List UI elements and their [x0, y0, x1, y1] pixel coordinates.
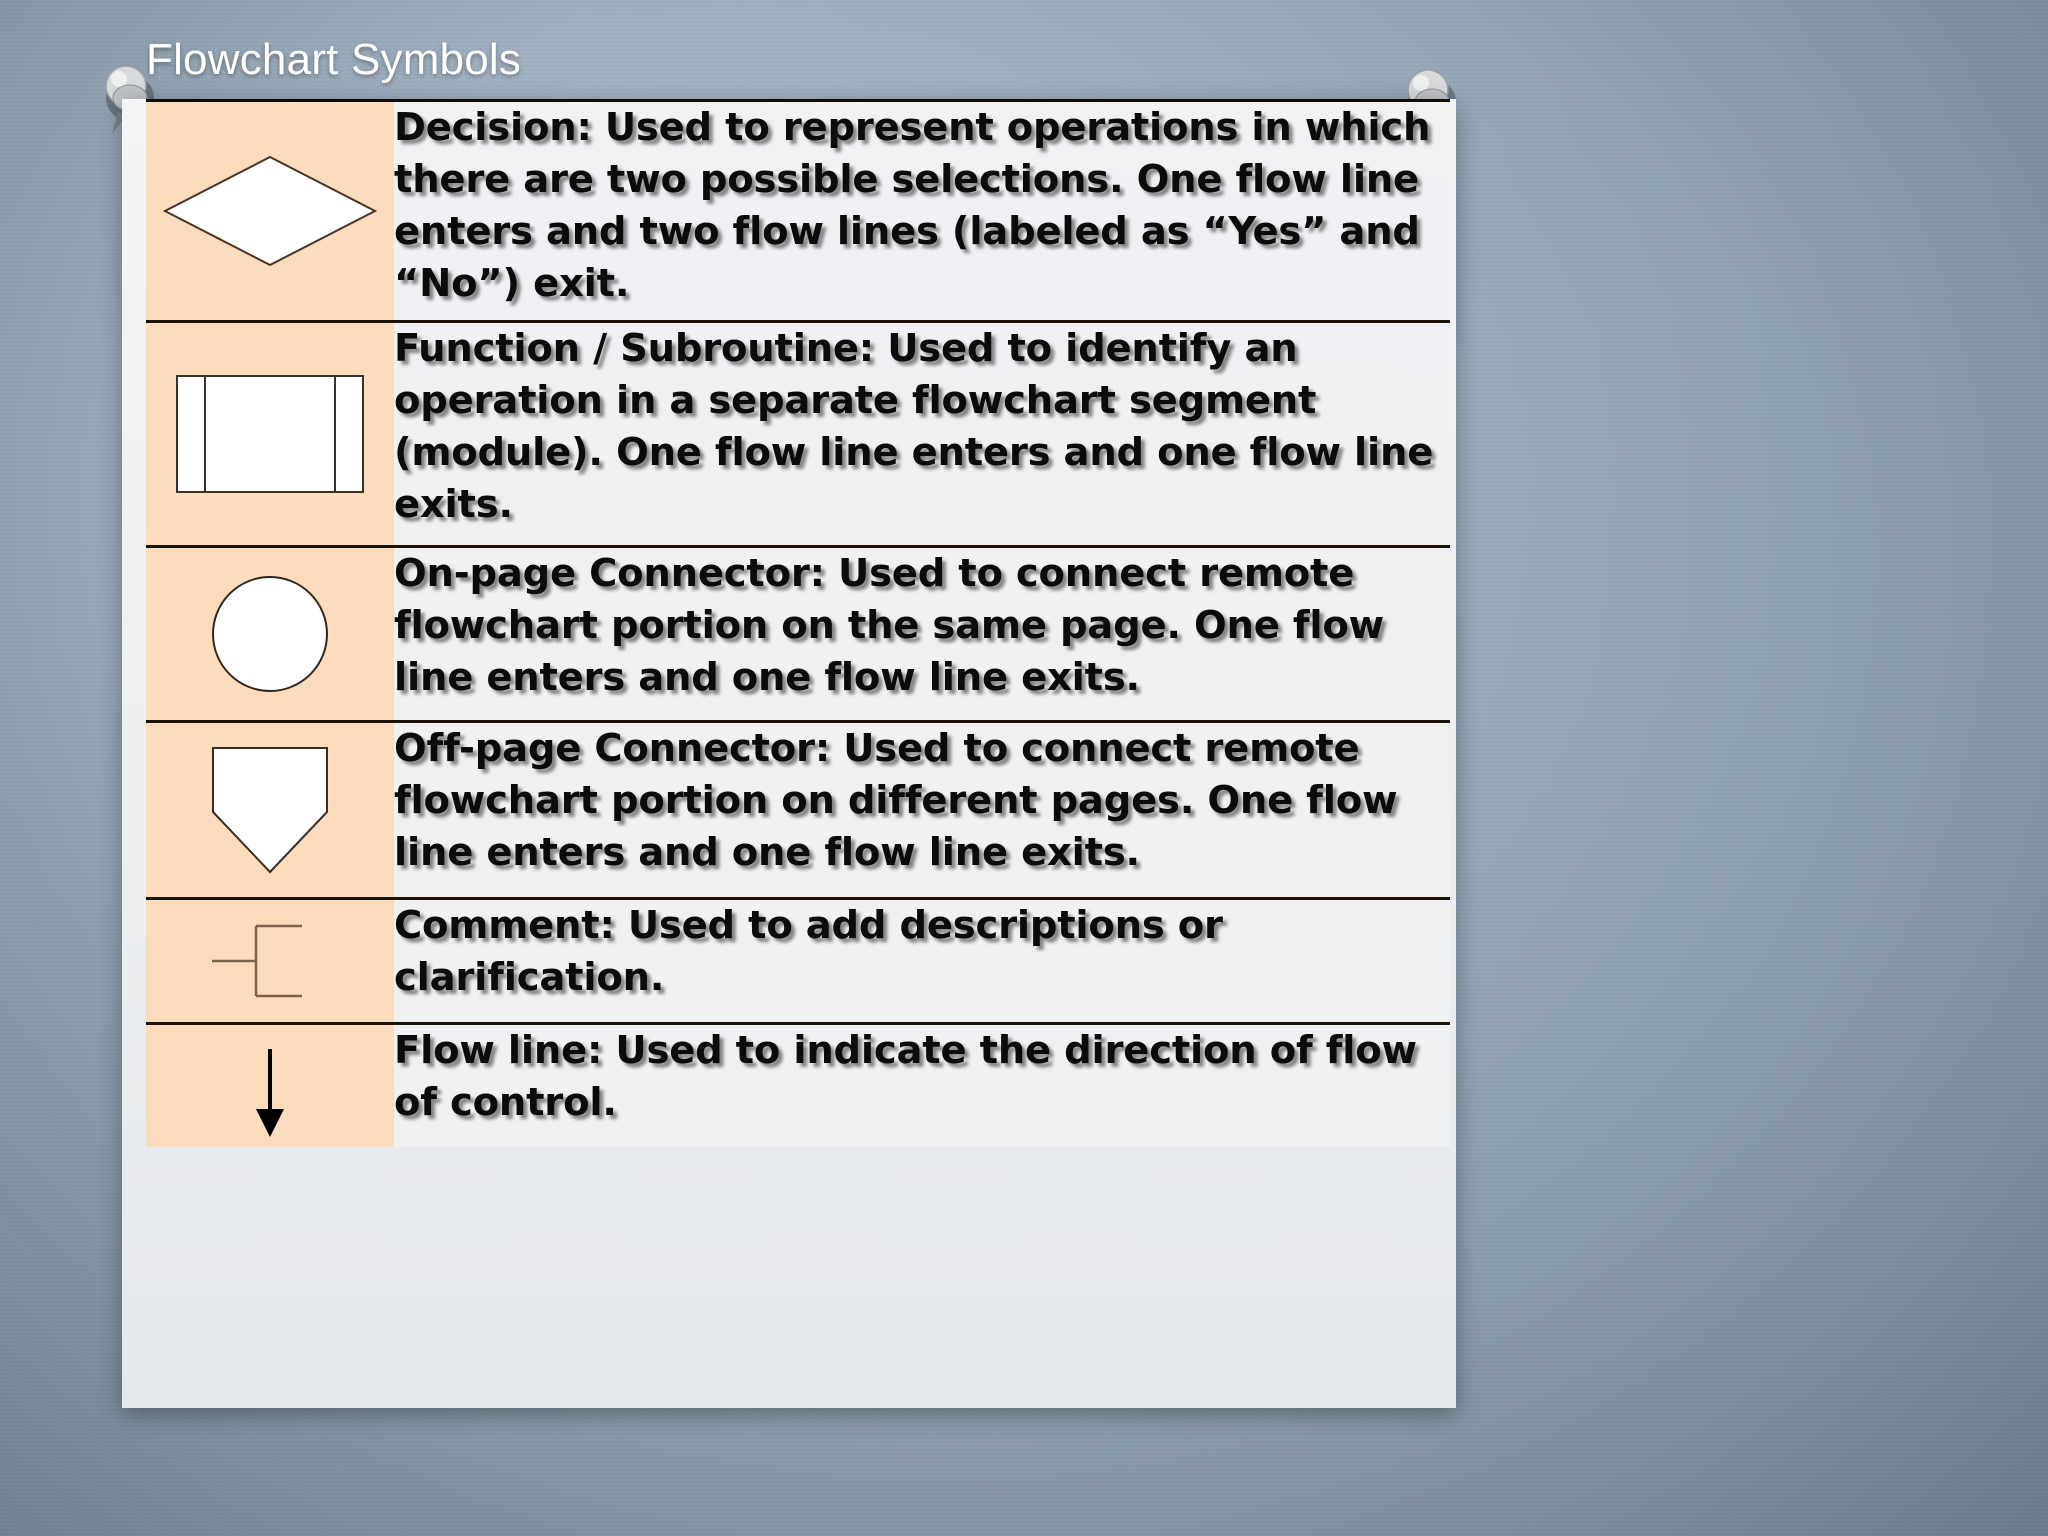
table-row: Decision: Used to represent operations i… [146, 99, 1450, 322]
description-text: Off-page Connector: Used to connect remo… [394, 726, 1398, 875]
symbol-cell-onpage-connector [146, 545, 394, 722]
diamond-shape-icon [163, 155, 377, 267]
description-text: Comment: Used to add descriptions or cla… [394, 903, 1223, 1000]
description-text: Flow line: Used to indicate the directio… [394, 1028, 1417, 1125]
table-row: Off-page Connector: Used to connect remo… [146, 720, 1450, 899]
symbol-cell-subroutine [146, 320, 394, 547]
description-cell-flow-line: Flow line: Used to indicate the directio… [394, 1022, 1450, 1147]
description-text: On-page Connector: Used to connect remot… [394, 551, 1385, 700]
symbol-cell-decision [146, 99, 394, 322]
subroutine-shape-icon [176, 375, 364, 493]
description-cell-onpage-connector: On-page Connector: Used to connect remot… [394, 545, 1450, 722]
symbol-cell-flow-line [146, 1022, 394, 1147]
description-text: Decision: Used to represent operations i… [394, 105, 1431, 306]
table-row: On-page Connector: Used to connect remot… [146, 545, 1450, 722]
description-text: Function / Subroutine: Used to identify … [394, 326, 1434, 527]
description-cell-offpage-connector: Off-page Connector: Used to connect remo… [394, 720, 1450, 899]
table-row: Flow line: Used to indicate the directio… [146, 1022, 1450, 1147]
description-cell-subroutine: Function / Subroutine: Used to identify … [394, 320, 1450, 547]
arrow-down-shape-icon [256, 1049, 284, 1137]
page-title: Flowchart Symbols [146, 35, 522, 84]
description-cell-decision: Decision: Used to represent operations i… [394, 99, 1450, 322]
symbol-cell-offpage-connector [146, 720, 394, 899]
table-row: Comment: Used to add descriptions or cla… [146, 897, 1450, 1024]
description-cell-comment: Comment: Used to add descriptions or cla… [394, 897, 1450, 1024]
comment-bracket-shape-icon [212, 924, 302, 998]
symbol-cell-comment [146, 897, 394, 1024]
pentagon-down-shape-icon [212, 747, 328, 874]
flowchart-symbols-table: Decision: Used to represent operations i… [146, 99, 1450, 1147]
circle-shape-icon [212, 576, 328, 692]
table-row: Function / Subroutine: Used to identify … [146, 320, 1450, 547]
